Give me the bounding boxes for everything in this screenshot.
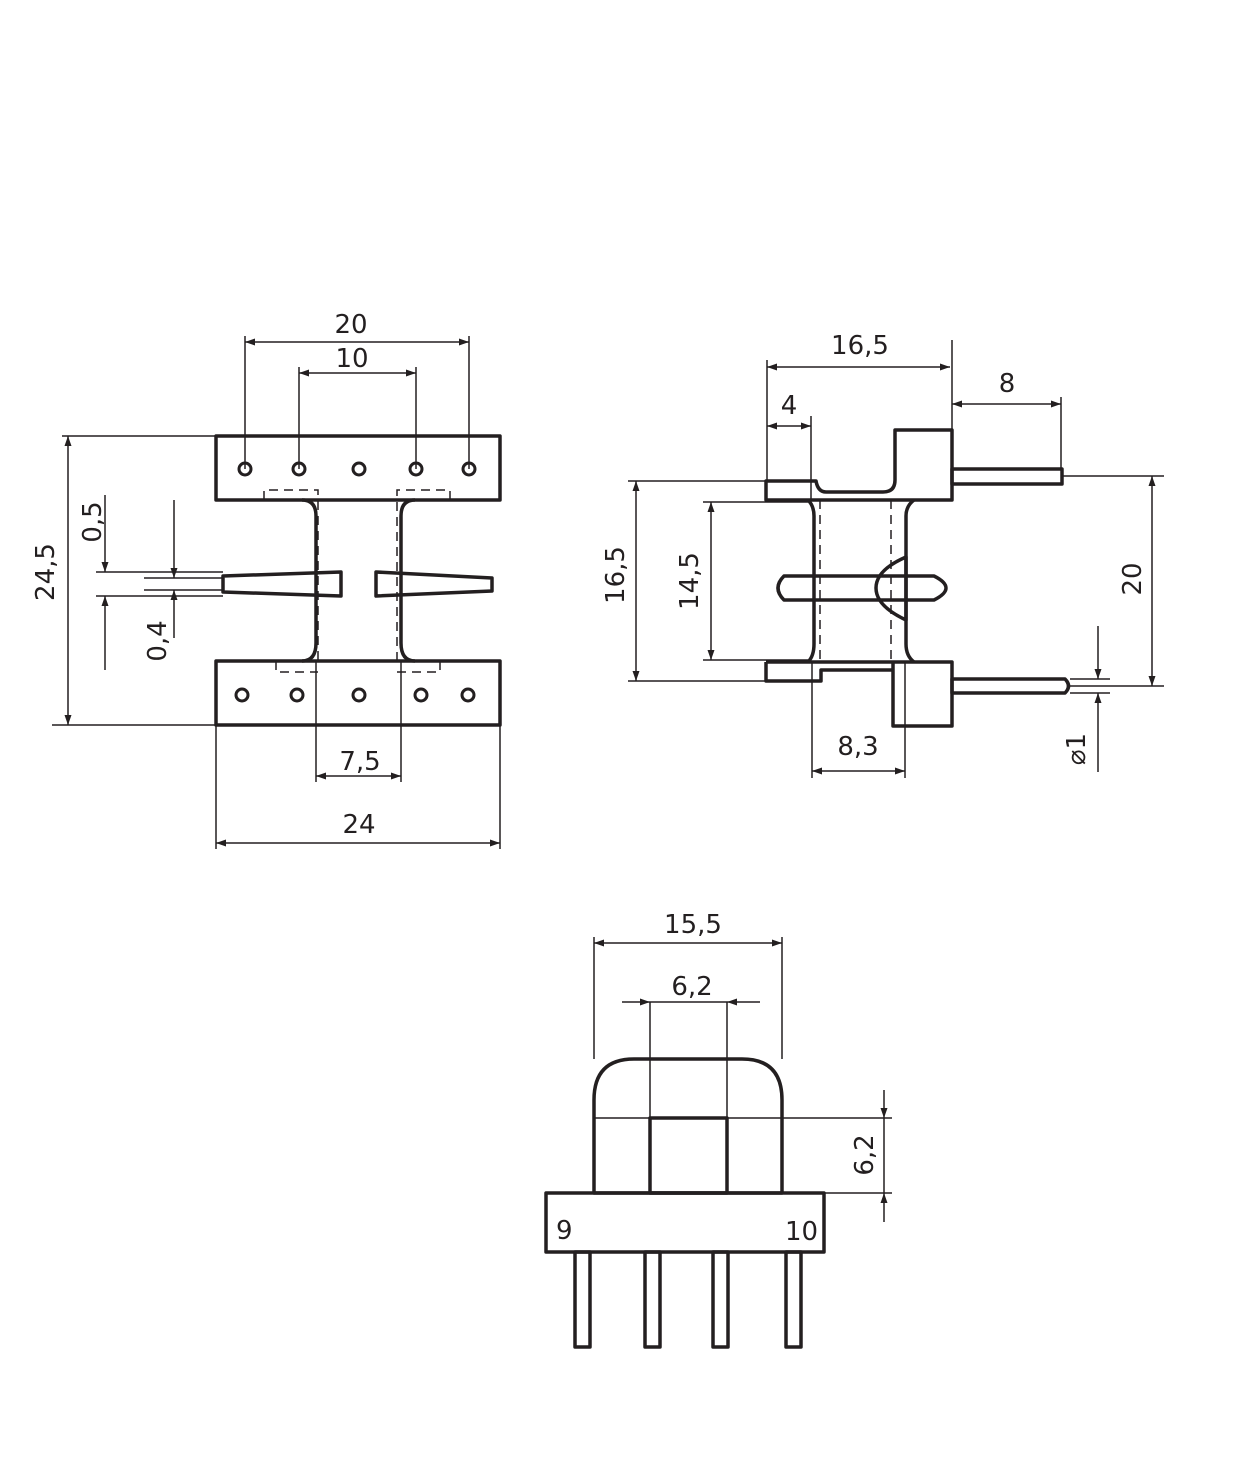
- bottom-flange: [214, 659, 502, 727]
- dim-10: 10: [335, 344, 368, 374]
- dim-14-5: 14,5: [675, 552, 705, 610]
- clip-right: [374, 570, 494, 598]
- pin-hole: [351, 687, 367, 703]
- dim-16-5-top: 16,5: [831, 331, 889, 361]
- front-view: 9 10 15,5 6,2 6,2: [544, 910, 892, 1349]
- pin-hole: [460, 687, 476, 703]
- hidden-line: [263, 489, 319, 661]
- pin-label-10: 10: [785, 1217, 818, 1247]
- dim-0-5: 0,5: [78, 501, 108, 542]
- side-top-flange: [764, 428, 954, 502]
- side-bottom-flange: [764, 660, 954, 728]
- dim-4: 4: [781, 391, 798, 421]
- hidden-line: [396, 489, 451, 661]
- pin-hole: [289, 687, 305, 703]
- front-core: [648, 1116, 729, 1195]
- dim-0-4: 0,4: [143, 620, 173, 661]
- dim-8-3: 8,3: [837, 732, 878, 762]
- front-pin: [711, 1250, 730, 1349]
- pin-hole: [413, 687, 429, 703]
- dim-24-5: 24,5: [31, 543, 61, 601]
- clip-left: [221, 570, 343, 598]
- side-top-pin: [950, 467, 1064, 486]
- pin-hole: [351, 461, 367, 477]
- dim-16-5-left: 16,5: [601, 546, 631, 604]
- hidden-line: [275, 661, 318, 673]
- front-pin: [784, 1250, 803, 1349]
- dim-20: 20: [334, 310, 367, 340]
- front-base: [544, 1191, 826, 1254]
- top-view: 20 10 24,5 0,5 0,4 7,5 24: [31, 310, 502, 849]
- side-body-left: [806, 498, 816, 664]
- dim-20-side: 20: [1118, 562, 1148, 595]
- dim-6-2-right: 6,2: [850, 1134, 880, 1175]
- dim-dia-1: ⌀1: [1062, 733, 1092, 765]
- top-flange: [214, 434, 502, 502]
- side-clip-pin: [776, 574, 948, 602]
- side-bottom-pin: [950, 677, 1071, 695]
- side-view: 16,5 8 4 16,5 14,5 20 8,3 ⌀1: [601, 331, 1164, 778]
- dim-15-5: 15,5: [664, 910, 722, 940]
- body-wall-left: [301, 498, 318, 663]
- front-upper-body: [592, 1057, 784, 1195]
- front-pin: [643, 1250, 662, 1349]
- pin-label-9: 9: [556, 1216, 573, 1246]
- side-clip: [874, 555, 908, 622]
- dim-8: 8: [999, 369, 1016, 399]
- pin-hole: [234, 687, 250, 703]
- body-wall-right: [399, 498, 416, 663]
- dim-24: 24: [342, 810, 375, 840]
- front-pin: [573, 1250, 592, 1349]
- hidden-line: [397, 661, 441, 673]
- dim-6-2-top: 6,2: [671, 972, 712, 1002]
- dim-7-5: 7,5: [339, 747, 380, 777]
